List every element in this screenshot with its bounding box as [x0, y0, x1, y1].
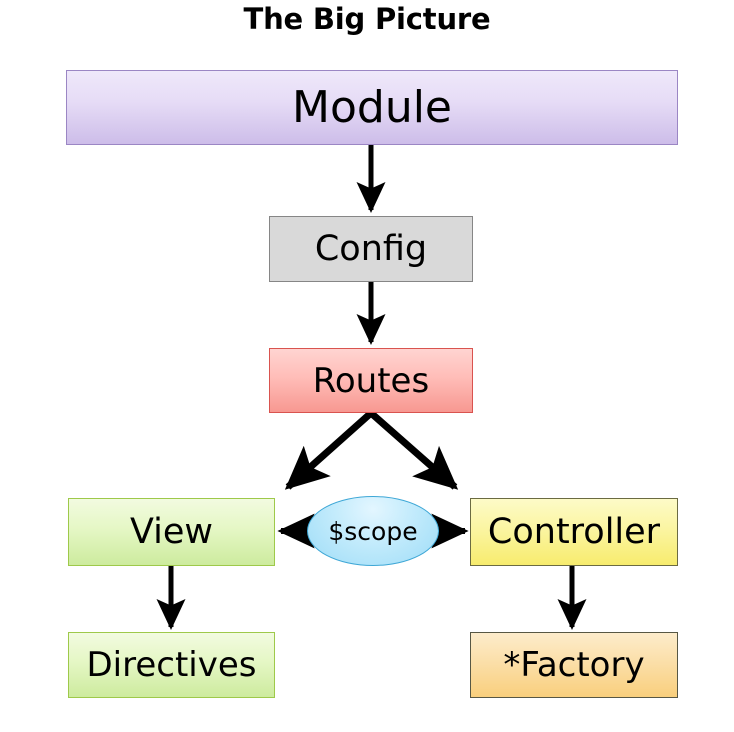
node-directives-label: Directives: [86, 645, 257, 685]
node-module-label: Module: [292, 81, 452, 133]
node-routes-label: Routes: [312, 360, 430, 401]
node-scope-label: $scope: [328, 516, 418, 546]
node-routes[interactable]: Routes: [269, 348, 473, 413]
node-config[interactable]: Config: [269, 216, 473, 282]
node-module[interactable]: Module: [66, 70, 678, 145]
node-view-label: View: [129, 511, 214, 552]
edge-routes-controller: [368, 410, 459, 490]
node-controller[interactable]: Controller: [470, 498, 678, 566]
node-scope[interactable]: $scope: [307, 496, 439, 566]
node-factory[interactable]: *Factory: [470, 632, 678, 698]
node-view[interactable]: View: [68, 498, 275, 566]
node-factory-label: *Factory: [503, 645, 645, 685]
node-directives[interactable]: Directives: [68, 632, 275, 698]
node-controller-label: Controller: [487, 511, 661, 552]
diagram-title: The Big Picture: [243, 2, 491, 36]
edge-routes-view: [284, 410, 374, 490]
node-config-label: Config: [314, 228, 428, 269]
